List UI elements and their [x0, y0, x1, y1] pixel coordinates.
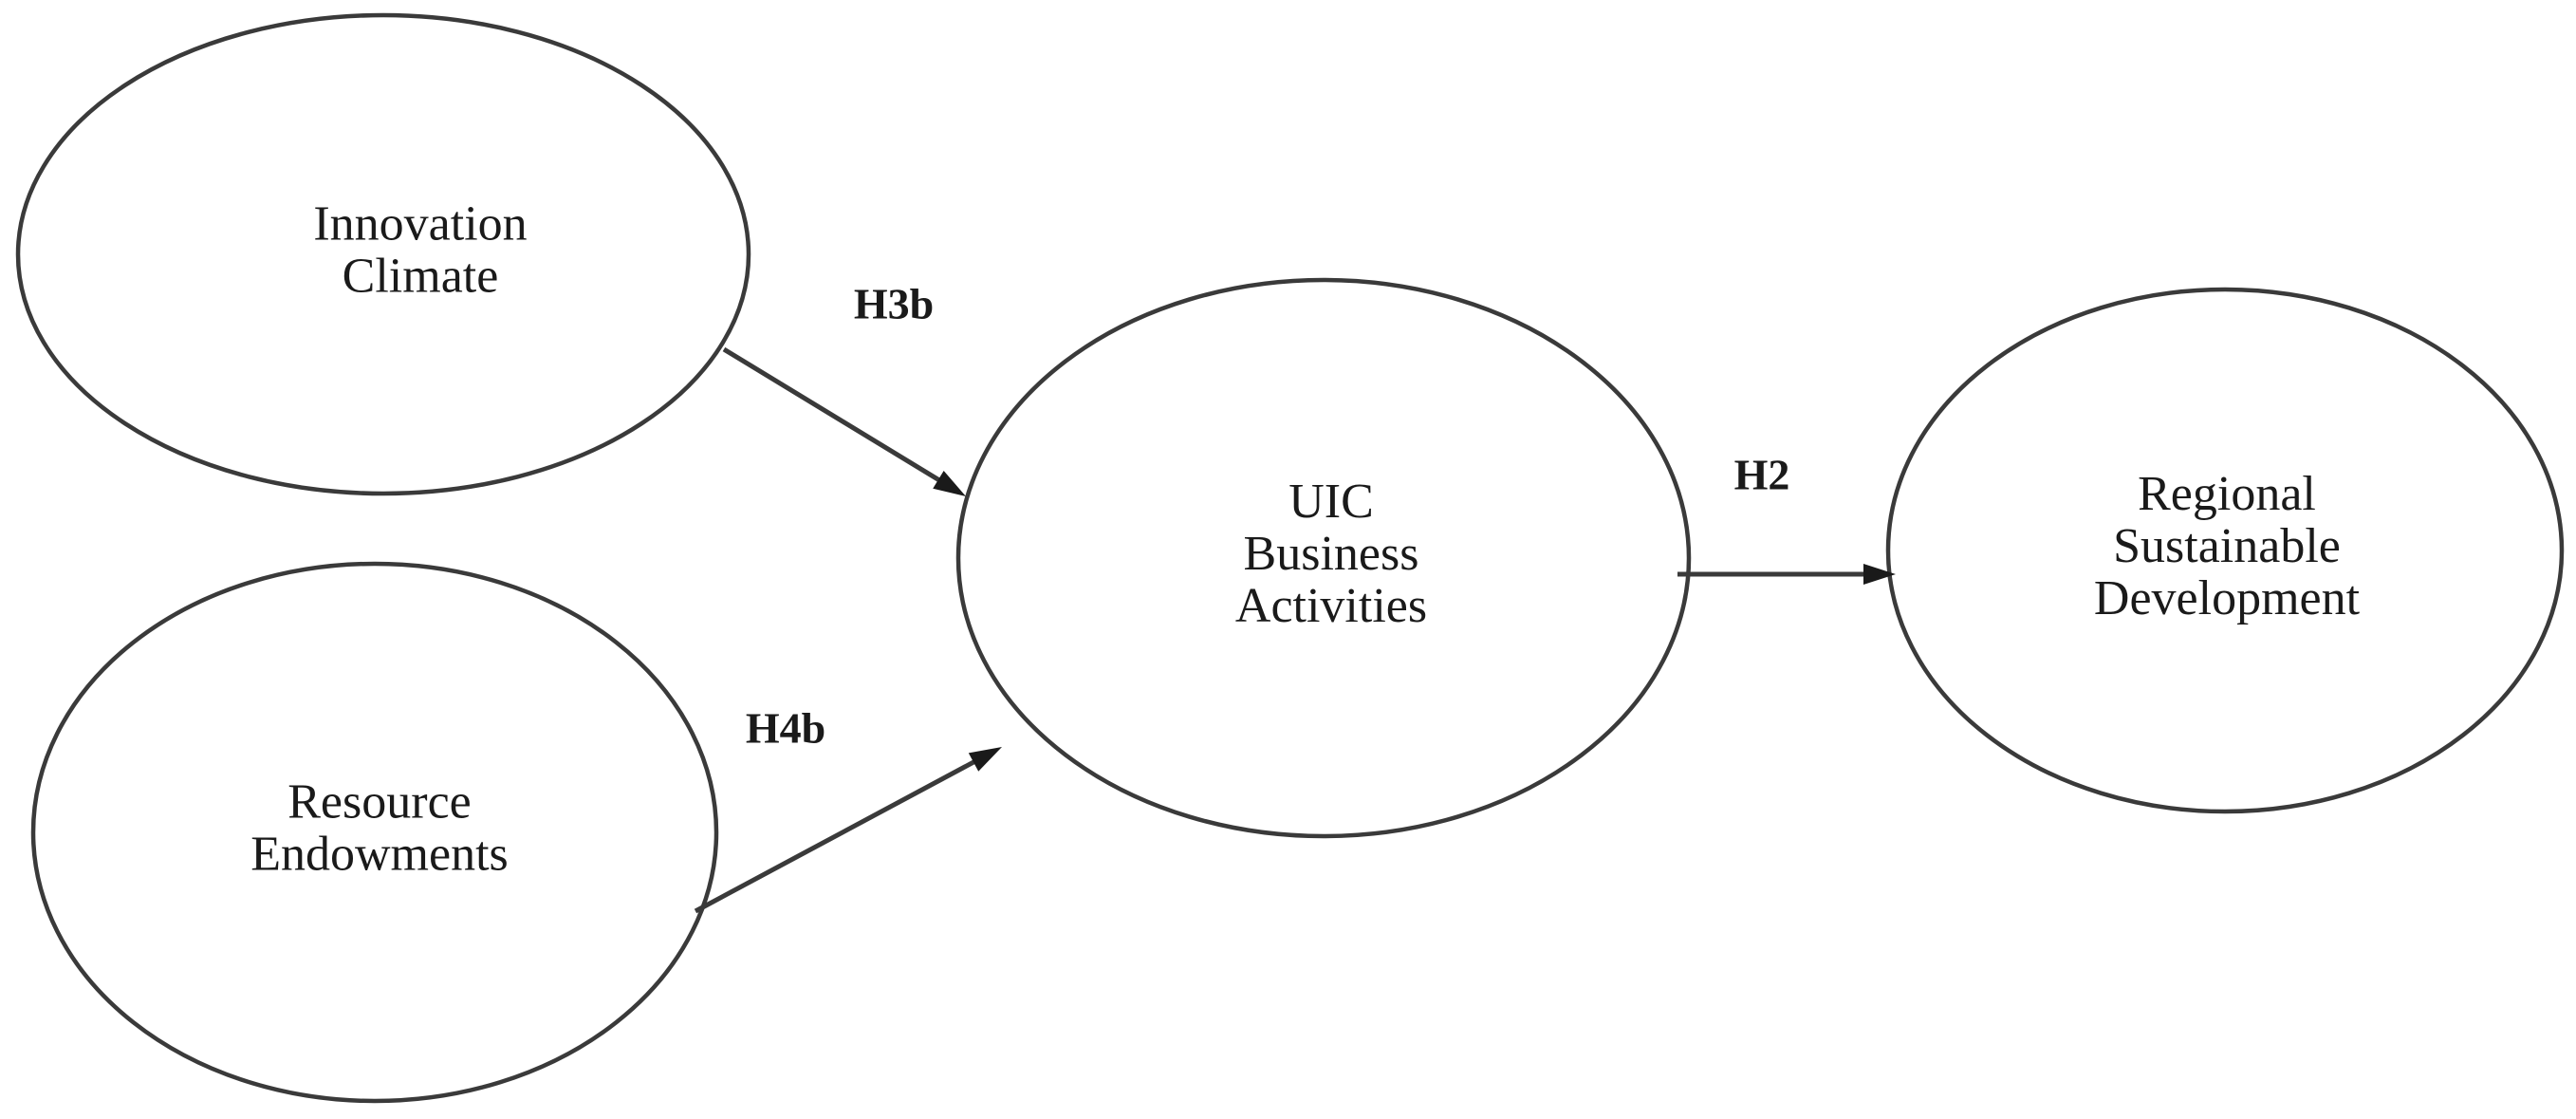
ellipse-shape-resource-endowments [30, 561, 719, 1104]
node-label-regional-sustainable-development-line2: Sustainable [2113, 519, 2341, 573]
node-label-regional-sustainable-development-line1: Regional [2138, 467, 2316, 521]
node-label-uic-business-activities-line3: Activities [1235, 579, 1427, 633]
edge-h4b[interactable]: H4b [694, 704, 1002, 914]
edge-label-h3b: H3b [854, 280, 934, 328]
arrowhead-icon-h3b [933, 470, 966, 496]
node-uic-business-activities[interactable]: UIC Business Activities [955, 277, 1692, 839]
node-label-uic-business-activities-line1: UIC [1288, 475, 1374, 529]
ellipse-shape-innovation-climate [15, 12, 751, 496]
node-resource-endowments[interactable]: Resource Endowments [30, 561, 719, 1104]
arrowhead-icon-h4b [968, 747, 1002, 772]
ellipse-shape-regional-sustainable-development [1885, 287, 2565, 814]
edge-line-h4b [694, 755, 983, 914]
node-label-uic-business-activities-line2: Business [1244, 527, 1419, 581]
node-label-innovation-climate-line2: Climate [343, 249, 499, 303]
edge-h3b[interactable]: H3b [722, 280, 966, 496]
edge-h2[interactable]: H2 [1677, 451, 1896, 585]
arrowhead-icon-h2 [1863, 564, 1896, 585]
node-label-resource-endowments-line2: Endowments [250, 827, 509, 881]
edge-label-h2: H2 [1734, 451, 1790, 499]
node-label-regional-sustainable-development-line3: Development [2094, 571, 2361, 625]
node-label-resource-endowments-line1: Resource [287, 774, 471, 829]
edge-label-h4b: H4b [746, 704, 825, 753]
node-label-innovation-climate-line1: Innovation [313, 196, 527, 251]
node-regional-sustainable-development[interactable]: Regional Sustainable Development [1885, 287, 2565, 814]
ellipse-shape-uic-business-activities [955, 277, 1692, 839]
edge-line-h3b [722, 346, 948, 487]
node-innovation-climate[interactable]: Innovation Climate [15, 12, 751, 496]
